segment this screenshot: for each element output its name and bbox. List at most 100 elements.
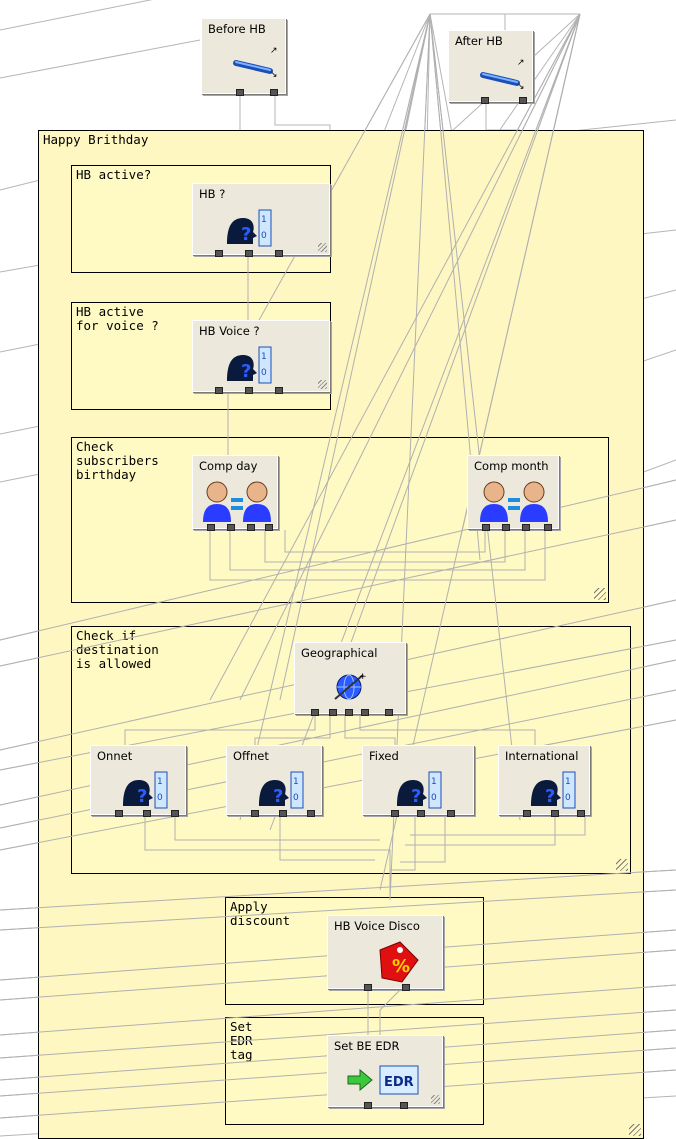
node-title: HB Voice Disco (334, 919, 420, 933)
node-set-be-edr[interactable]: Set BE EDR EDR (327, 1035, 443, 1109)
input-port[interactable] (227, 524, 235, 531)
group-label: Check if destination is allowed (76, 628, 159, 671)
input-port[interactable] (523, 810, 531, 817)
node-hb-voice-discount[interactable]: HB Voice Disco % (327, 915, 443, 991)
svg-text:1: 1 (431, 777, 437, 787)
node-title: Offnet (233, 749, 269, 763)
node-hb-question[interactable]: HB ? ? 1 0 (192, 183, 330, 257)
input-port[interactable] (115, 810, 123, 817)
output-port[interactable] (447, 810, 455, 817)
resize-grip-icon[interactable] (629, 1124, 641, 1136)
node-geographical[interactable]: Geographical + (294, 642, 406, 716)
input-port[interactable] (215, 250, 223, 257)
node-before-hb[interactable]: Before HB ↗ ↘ (201, 18, 286, 96)
svg-text:↘: ↘ (517, 82, 525, 91)
input-port[interactable] (481, 97, 489, 104)
group-label: Check subscribers birthday (76, 439, 159, 482)
decision-head-icon: ? 1 0 (227, 346, 272, 384)
output-port[interactable] (245, 250, 253, 257)
output-port[interactable] (329, 709, 337, 716)
svg-text:?: ? (411, 786, 421, 807)
node-title: Fixed (369, 749, 399, 763)
node-offnet[interactable]: Offnet ? 1 0 (226, 745, 322, 817)
svg-text:?: ? (545, 786, 555, 807)
output-port[interactable] (245, 387, 253, 394)
svg-text:+: + (359, 672, 367, 682)
node-title: HB Voice ? (199, 324, 260, 338)
resize-grip-icon[interactable] (318, 243, 327, 252)
output-port[interactable] (307, 810, 315, 817)
discount-symbol: % (392, 956, 410, 977)
svg-text:0: 0 (293, 793, 299, 803)
svg-text:↗: ↗ (517, 58, 525, 68)
resize-grip-icon[interactable] (431, 1095, 440, 1104)
svg-text:?: ? (241, 361, 251, 382)
output-port[interactable] (270, 89, 278, 96)
node-title: Set BE EDR (334, 1039, 400, 1053)
group-label: Set EDR tag (230, 1019, 253, 1062)
node-after-hb[interactable]: After HB ↗ ↘ (448, 30, 533, 104)
output-port[interactable] (143, 810, 151, 817)
output-port[interactable] (275, 250, 283, 257)
output-port[interactable] (551, 810, 559, 817)
input-port[interactable] (482, 524, 490, 531)
compare-people-icon (203, 481, 271, 522)
output-port[interactable] (577, 810, 585, 817)
node-fixed[interactable]: Fixed ? 1 0 (362, 745, 474, 817)
decision-head-icon: ? 1 0 (227, 209, 272, 247)
input-port[interactable] (502, 524, 510, 531)
pencil-icon: ↗ ↘ (233, 46, 278, 79)
output-port[interactable] (275, 387, 283, 394)
output-port[interactable] (400, 1102, 408, 1109)
node-title: Before HB (208, 22, 266, 36)
output-port[interactable] (385, 709, 393, 716)
decision-head-icon: ? 1 0 (123, 771, 168, 809)
input-port[interactable] (251, 810, 259, 817)
input-port[interactable] (236, 89, 244, 96)
svg-text:0: 0 (157, 793, 163, 803)
decision-head-icon: ? 1 0 (259, 771, 304, 809)
svg-text:?: ? (241, 224, 251, 245)
output-port[interactable] (345, 709, 353, 716)
output-port[interactable] (417, 810, 425, 817)
group-label: Happy Brithday (43, 132, 149, 147)
pencil-icon: ↗ ↘ (480, 58, 525, 91)
svg-text:1: 1 (261, 352, 267, 362)
node-onnet[interactable]: Onnet ? 1 0 (90, 745, 186, 817)
node-international[interactable]: International ? 1 0 (498, 745, 590, 817)
svg-text:?: ? (273, 786, 283, 807)
node-hb-voice-question[interactable]: HB Voice ? ? 1 0 (192, 320, 330, 394)
input-port[interactable] (311, 709, 319, 716)
svg-text:?: ? (137, 786, 147, 807)
svg-text:0: 0 (431, 793, 437, 803)
svg-text:↘: ↘ (270, 70, 278, 79)
resize-grip-icon[interactable] (318, 380, 327, 389)
output-port[interactable] (247, 524, 255, 531)
output-port[interactable] (171, 810, 179, 817)
input-port[interactable] (215, 387, 223, 394)
svg-text:1: 1 (157, 777, 163, 787)
node-title: International (505, 749, 579, 763)
decision-head-icon: ? 1 0 (531, 771, 576, 809)
output-port[interactable] (402, 984, 410, 991)
node-title: Comp month (474, 459, 549, 473)
node-comp-day[interactable]: Comp day (192, 455, 278, 531)
group-label: Apply discount (230, 899, 291, 928)
output-port[interactable] (519, 97, 527, 104)
output-port[interactable] (265, 524, 273, 531)
resize-grip-icon[interactable] (594, 588, 606, 600)
output-port[interactable] (279, 810, 287, 817)
input-port[interactable] (364, 1102, 372, 1109)
input-port[interactable] (391, 810, 399, 817)
node-comp-month[interactable]: Comp month (467, 455, 559, 531)
compare-people-icon (480, 481, 548, 522)
edr-label: EDR (384, 1075, 414, 1090)
input-port[interactable] (364, 984, 372, 991)
resize-grip-icon[interactable] (616, 859, 628, 871)
output-port[interactable] (361, 709, 369, 716)
output-port[interactable] (522, 524, 530, 531)
input-port[interactable] (207, 524, 215, 531)
output-port[interactable] (544, 524, 552, 531)
svg-text:1: 1 (293, 777, 299, 787)
decision-head-icon: ? 1 0 (397, 771, 442, 809)
